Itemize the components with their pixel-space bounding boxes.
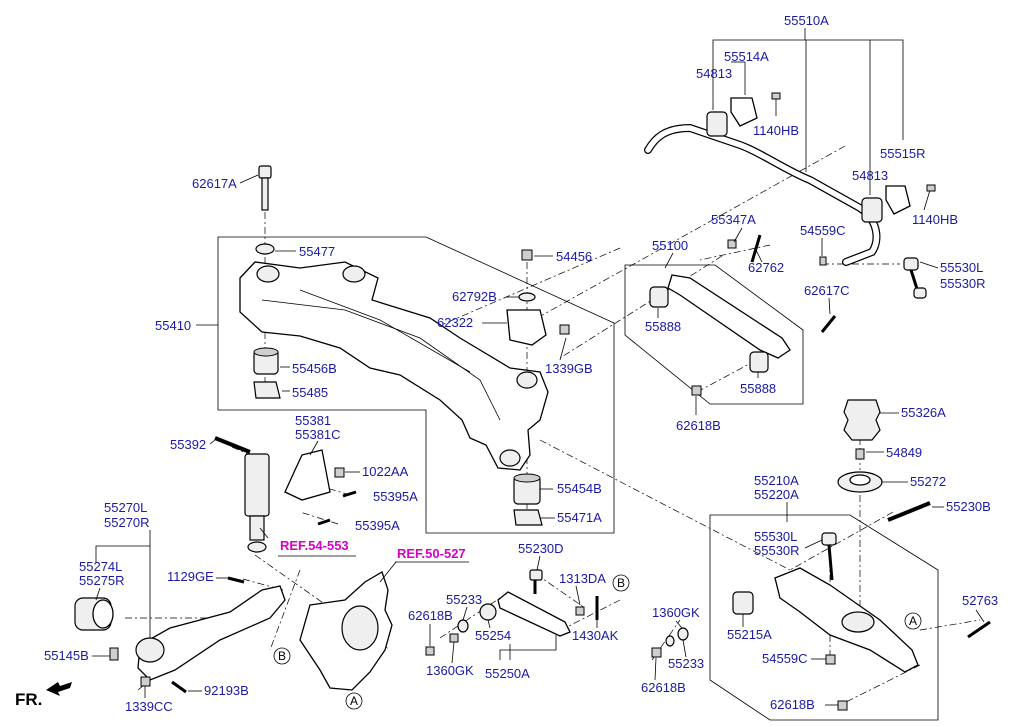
part-label-55272[interactable]: 55272 [910, 474, 946, 489]
part-label-1430AK[interactable]: 1430AK [572, 628, 619, 643]
part-label-1129GE[interactable]: 1129GE [167, 569, 214, 584]
part-illustrations [46, 92, 991, 711]
circle-marker-b-1-letter: B [617, 576, 625, 590]
part-label-55515R[interactable]: 55515R [880, 146, 926, 161]
part-label-55274L[interactable]: 55274L [79, 559, 122, 574]
front-arm-group-frame [624, 264, 804, 405]
ref-labels: REF.54-553 REF.50-527 [259, 527, 469, 583]
part-label-55347A[interactable]: 55347A [711, 212, 756, 227]
part-label-62762[interactable]: 62762 [748, 260, 784, 275]
part-label-55888-b[interactable]: 55888 [740, 381, 776, 396]
part-label-54813-a[interactable]: 54813 [696, 66, 732, 81]
part-label-55530L-b[interactable]: 55530L [754, 529, 797, 544]
markers: FR. B B A A [15, 574, 922, 710]
shock-absorber-upper [244, 453, 270, 517]
part-label-62618B-a[interactable]: 62618B [676, 418, 721, 433]
part-label-1360GK-a[interactable]: 1360GK [426, 663, 474, 678]
part-label-62617A[interactable]: 62617A [192, 176, 237, 191]
part-label-55410[interactable]: 55410 [155, 318, 191, 333]
part-label-55100[interactable]: 55100 [652, 238, 688, 253]
part-label-55456B[interactable]: 55456B [292, 361, 337, 376]
part-label-55215A[interactable]: 55215A [727, 627, 772, 642]
circle-marker-b-1 [612, 574, 630, 592]
part-label-55145B[interactable]: 55145B [44, 648, 89, 663]
circle-marker-a-2 [904, 612, 922, 630]
part-label-54559C-a[interactable]: 54559C [800, 223, 846, 238]
part-label-55477[interactable]: 55477 [299, 244, 335, 259]
part-label-55233-a[interactable]: 55233 [446, 592, 482, 607]
part-label-55270L[interactable]: 55270L [104, 500, 147, 515]
part-label-55485[interactable]: 55485 [292, 385, 328, 400]
part-label-52763[interactable]: 52763 [962, 593, 998, 608]
part-label-55514A[interactable]: 55514A [724, 49, 769, 64]
part-label-62618B-d[interactable]: 62618B [770, 697, 815, 712]
front-direction-label: FR. [15, 690, 42, 709]
part-label-55530R-a[interactable]: 55530R [940, 276, 986, 291]
part-label-55210A[interactable]: 55210A [754, 473, 799, 488]
trailing-arm [137, 585, 286, 681]
front-arm [667, 274, 791, 359]
leader-lines [92, 174, 985, 706]
part-label-55888-a[interactable]: 55888 [645, 319, 681, 334]
circle-marker-a-1-letter: A [350, 694, 358, 708]
part-label-55270R[interactable]: 55270R [104, 515, 150, 530]
part-label-55230B[interactable]: 55230B [946, 499, 991, 514]
part-label-55395A-a[interactable]: 55395A [373, 489, 418, 504]
part-label-55392[interactable]: 55392 [170, 437, 206, 452]
circle-marker-a-1 [345, 692, 363, 710]
part-label-55381[interactable]: 55381 [295, 413, 331, 428]
part-label-62792B[interactable]: 62792B [452, 289, 497, 304]
part-label-55454B[interactable]: 55454B [557, 481, 602, 496]
part-label-55530R-b[interactable]: 55530R [754, 543, 800, 558]
group-frames [95, 28, 939, 721]
part-label-62617C[interactable]: 62617C [804, 283, 850, 298]
part-label-92193B[interactable]: 92193B [204, 683, 249, 698]
part-label-55275R[interactable]: 55275R [79, 573, 125, 588]
front-direction-arrow-icon [46, 682, 72, 696]
part-label-55233-b[interactable]: 55233 [668, 656, 704, 671]
part-label-55254[interactable]: 55254 [475, 628, 511, 643]
part-label-55530L-a[interactable]: 55530L [940, 260, 983, 275]
ref-label-54-553[interactable]: REF.54-553 [280, 538, 349, 553]
part-label-55250A[interactable]: 55250A [485, 666, 530, 681]
part-label-55395A-b[interactable]: 55395A [355, 518, 400, 533]
part-label-62322[interactable]: 62322 [437, 315, 473, 330]
part-label-54559C-b[interactable]: 54559C [762, 651, 808, 666]
circle-marker-b-2-letter: B [278, 649, 286, 663]
crossmember-body [239, 261, 549, 471]
part-label-54813-b[interactable]: 54813 [852, 168, 888, 183]
part-label-54849[interactable]: 54849 [886, 445, 922, 460]
part-label-62618B-c[interactable]: 62618B [641, 680, 686, 695]
part-label-1360GK-b[interactable]: 1360GK [652, 605, 700, 620]
part-label-55471A[interactable]: 55471A [557, 510, 602, 525]
crossmember-group-frame [217, 236, 615, 534]
part-label-1140HB-a[interactable]: 1140HB [753, 123, 799, 138]
part-label-1313DA[interactable]: 1313DA [559, 571, 606, 586]
part-label-1022AA[interactable]: 1022AA [362, 464, 409, 479]
part-number-labels: 55510A 55514A 54813 1140HB 54813 55515R … [44, 13, 998, 714]
ref-label-50-527[interactable]: REF.50-527 [397, 546, 466, 561]
part-label-1339GB[interactable]: 1339GB [545, 361, 593, 376]
part-label-55326A[interactable]: 55326A [901, 405, 946, 420]
part-label-55220A[interactable]: 55220A [754, 487, 799, 502]
part-label-54456[interactable]: 54456 [556, 249, 592, 264]
rear-lower-link [497, 591, 571, 637]
lower-arm-group-frame [709, 514, 939, 721]
part-label-55230D[interactable]: 55230D [518, 541, 564, 556]
part-label-1339CC[interactable]: 1339CC [125, 699, 173, 714]
part-label-62618B-b[interactable]: 62618B [408, 608, 453, 623]
circle-marker-b-2 [273, 647, 291, 665]
part-label-1140HB-b[interactable]: 1140HB [912, 212, 958, 227]
part-label-55381C[interactable]: 55381C [295, 427, 341, 442]
circle-marker-a-2-letter: A [909, 614, 917, 628]
part-label-55510A[interactable]: 55510A [784, 13, 829, 28]
